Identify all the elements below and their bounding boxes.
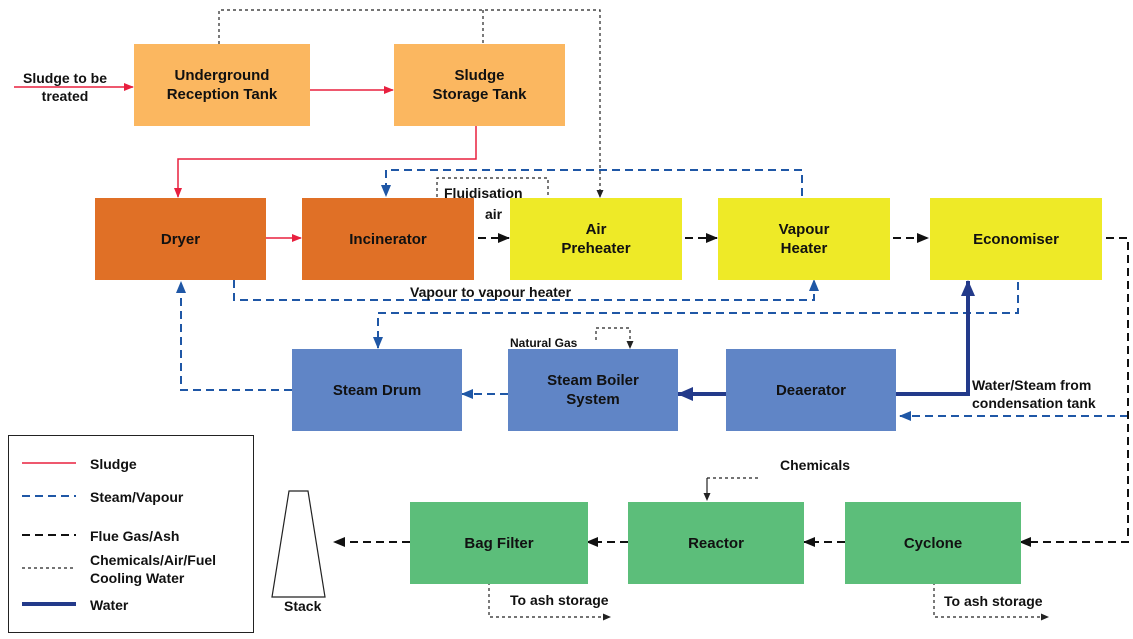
natural-gas-label: Natural Gas <box>510 336 578 350</box>
legend-steam-label: Steam/Vapour <box>90 489 184 505</box>
legend <box>8 435 254 633</box>
legend-water-label: Water <box>90 597 129 613</box>
air-label: air <box>485 206 503 222</box>
legend-chem-label: Chemicals/Air/Fuel Cooling Water <box>90 552 217 586</box>
sludge-lines <box>14 83 477 242</box>
water-lines <box>677 280 975 401</box>
cyclone-box: Cyclone <box>845 502 1021 584</box>
water-steam-condensation-label: Water/Steam from condensation tank <box>972 377 1096 411</box>
dryer-box: Dryer <box>95 198 266 280</box>
ash-storage-label-bag-filter: To ash storage <box>510 592 609 608</box>
chemicals-label: Chemicals <box>780 457 851 473</box>
chemical-air-lines <box>218 9 1049 621</box>
underground-reception-tank-box: Underground Reception Tank <box>134 44 310 126</box>
stack-shape <box>271 490 326 598</box>
legend-flue-label: Flue Gas/Ash <box>90 528 180 544</box>
steam-drum-box: Steam Drum <box>292 349 462 431</box>
deaerator-box: Deaerator <box>726 349 896 431</box>
steam-lines <box>176 169 1128 421</box>
economiser-box: Economiser <box>930 198 1102 280</box>
vapour-to-heater-label: Vapour to vapour heater <box>410 284 572 300</box>
stack-label: Stack <box>284 598 322 614</box>
steam-boiler-system-box: Steam Boiler System <box>508 349 678 431</box>
vapour-heater-box: Vapour Heater <box>718 198 890 280</box>
bag-filter-box: Bag Filter <box>410 502 588 584</box>
legend-sludge-label: Sludge <box>90 456 137 472</box>
fluidisation-label: Fluidisation <box>444 185 523 201</box>
incinerator-box: Incinerator <box>302 198 474 280</box>
ash-storage-label-cyclone: To ash storage <box>944 593 1043 609</box>
sludge-storage-tank-box: Sludge Storage Tank <box>394 44 565 126</box>
sludge-input-label: Sludge to be treated <box>23 70 107 104</box>
reactor-box: Reactor <box>628 502 804 584</box>
air-preheater-box: Air Preheater <box>510 198 682 280</box>
legend-samples <box>22 462 76 606</box>
